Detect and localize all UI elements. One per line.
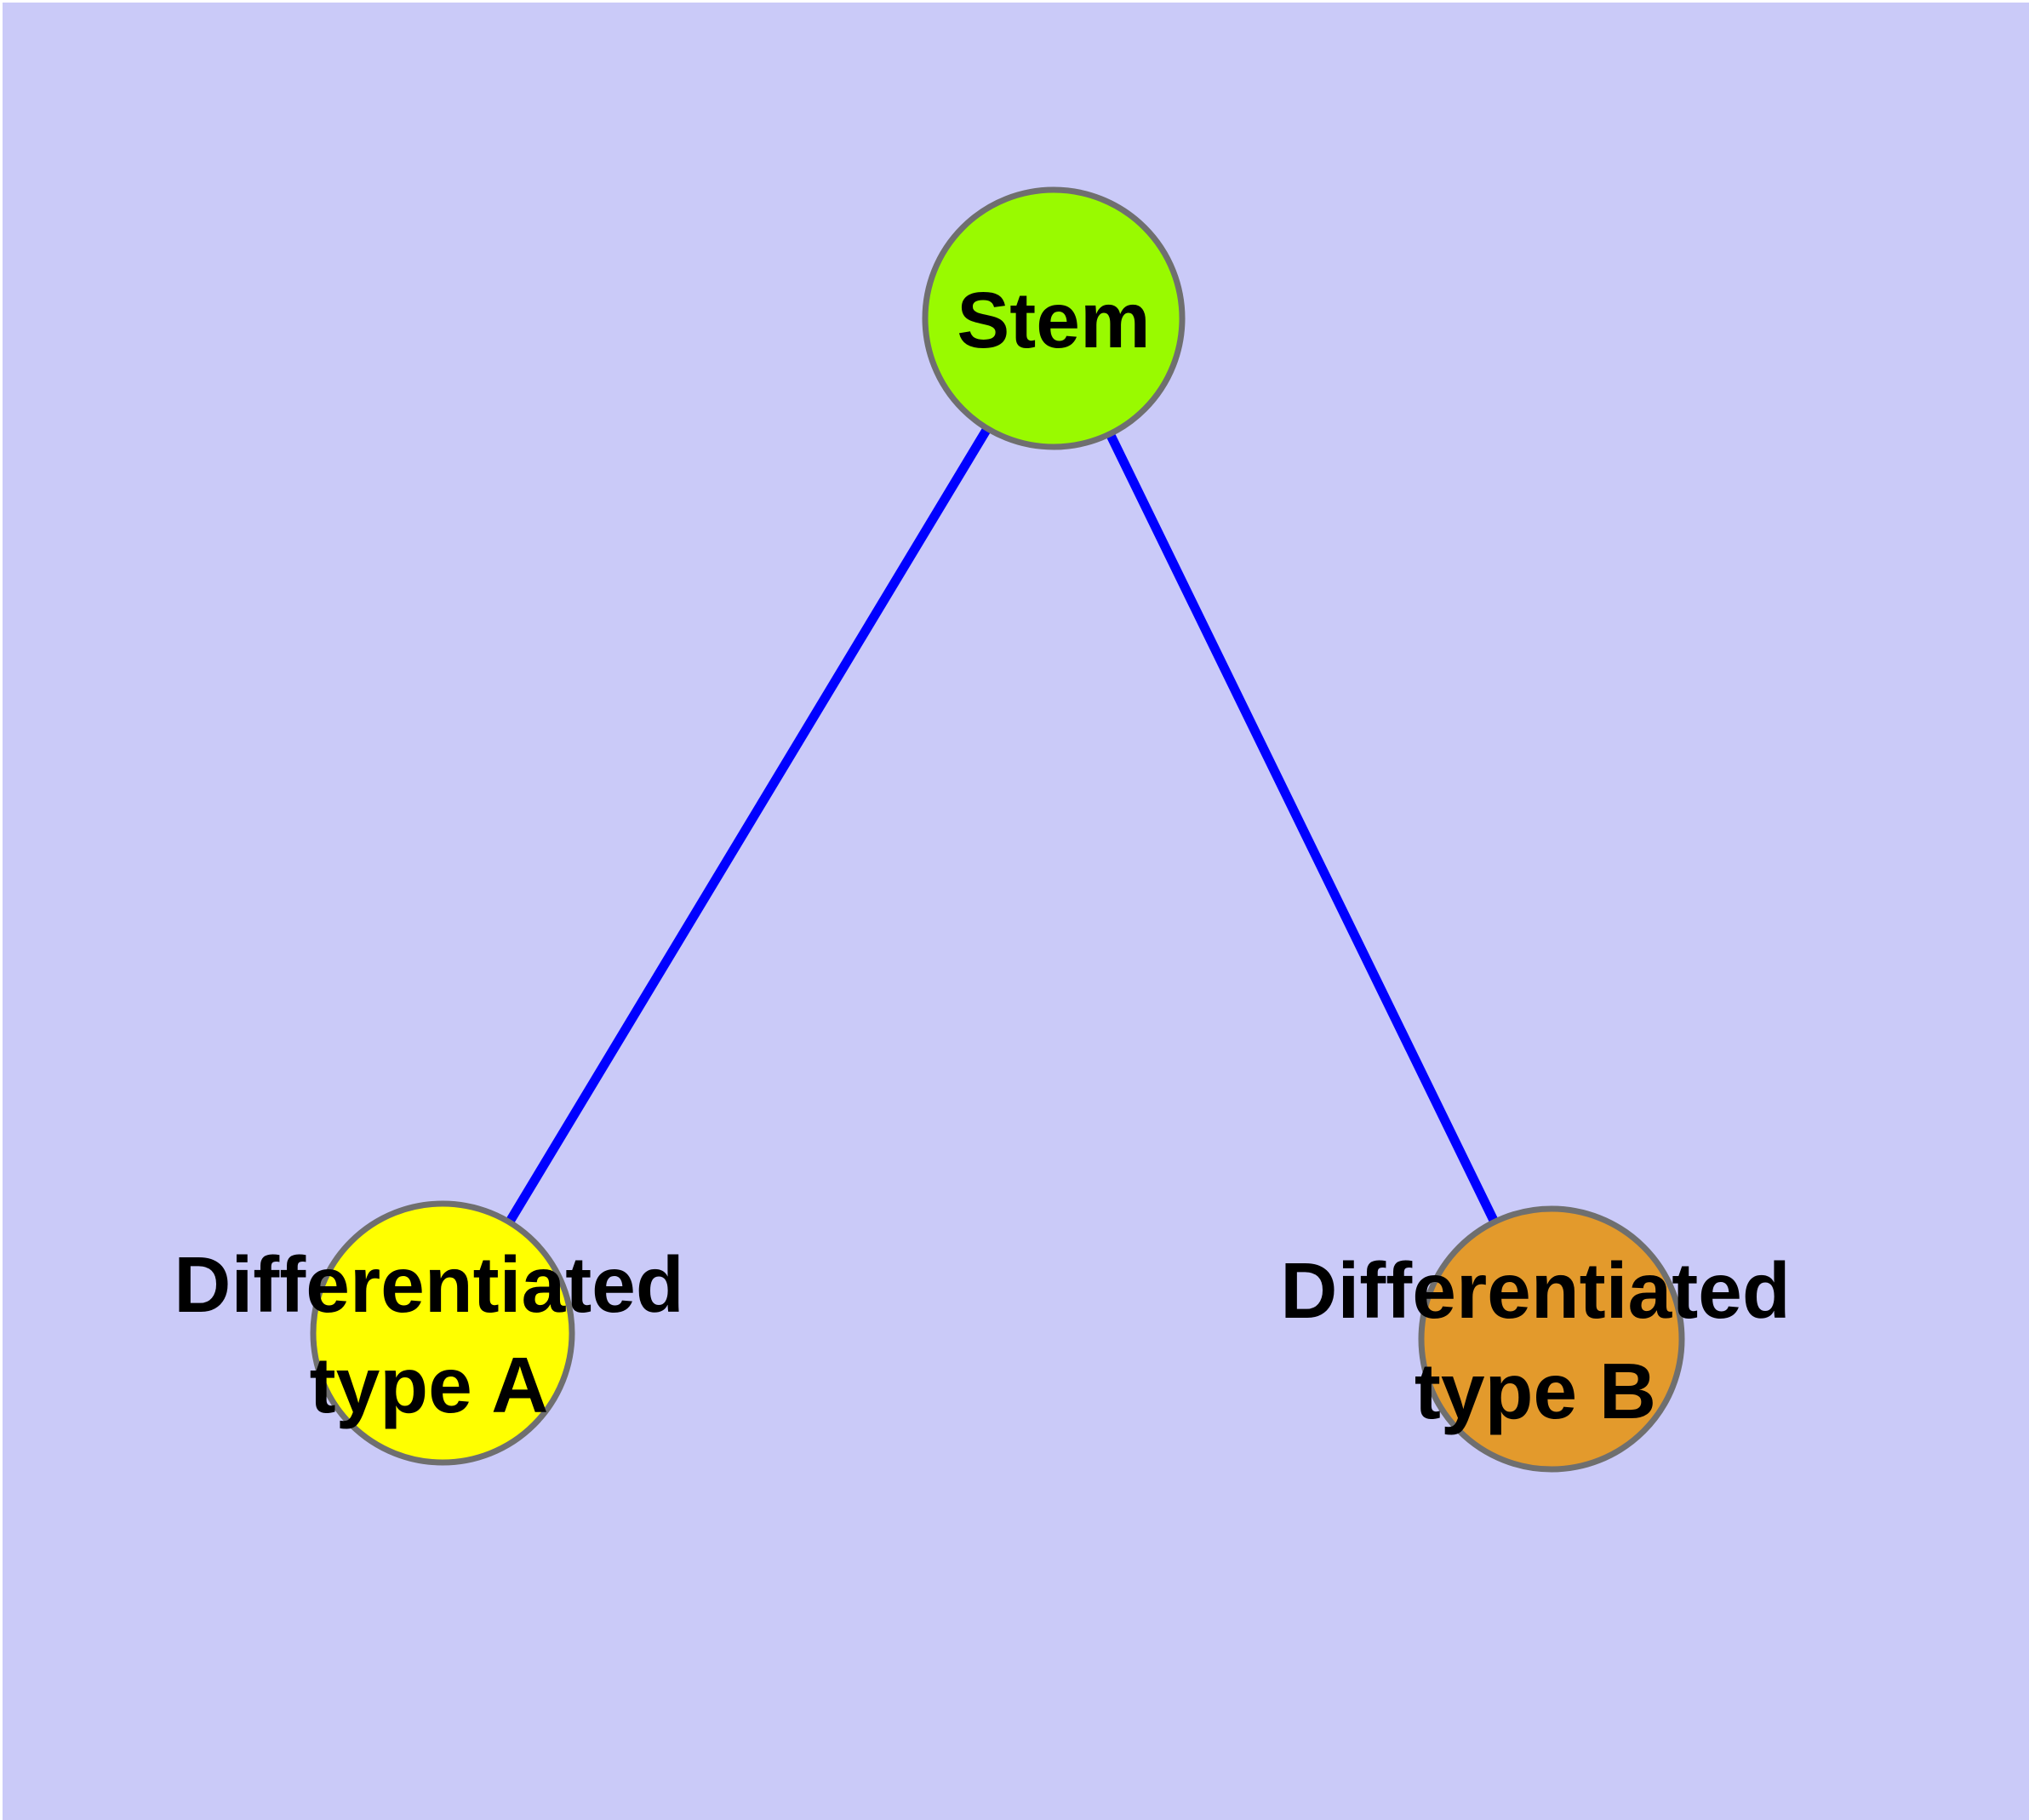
edge-stem-differentiated-type-b (1049, 316, 1556, 1342)
node-stem-label-line: Stem (957, 276, 1150, 364)
edges-layer (438, 316, 1556, 1342)
node-stem (922, 186, 1186, 450)
node-differentiated-type-b-label-line: type B (1415, 1347, 1656, 1435)
node-differentiated-type-a-label: Differentiated type A (174, 1240, 683, 1429)
edge-stem-differentiated-type-a (438, 316, 1058, 1336)
node-differentiated-type-a (310, 1200, 575, 1466)
node-differentiated-type-b-label: Differentiated type B (1280, 1246, 1790, 1435)
node-differentiated-type-b-label-line: Differentiated (1280, 1246, 1790, 1335)
node-stem-label: Stem (957, 276, 1150, 364)
node-differentiated-type-a-label-line: type A (310, 1341, 549, 1429)
node-differentiated-type-a-label-line: Differentiated (174, 1240, 683, 1329)
nodes-layer (310, 186, 1685, 1473)
node-differentiated-type-b (1418, 1205, 1685, 1473)
